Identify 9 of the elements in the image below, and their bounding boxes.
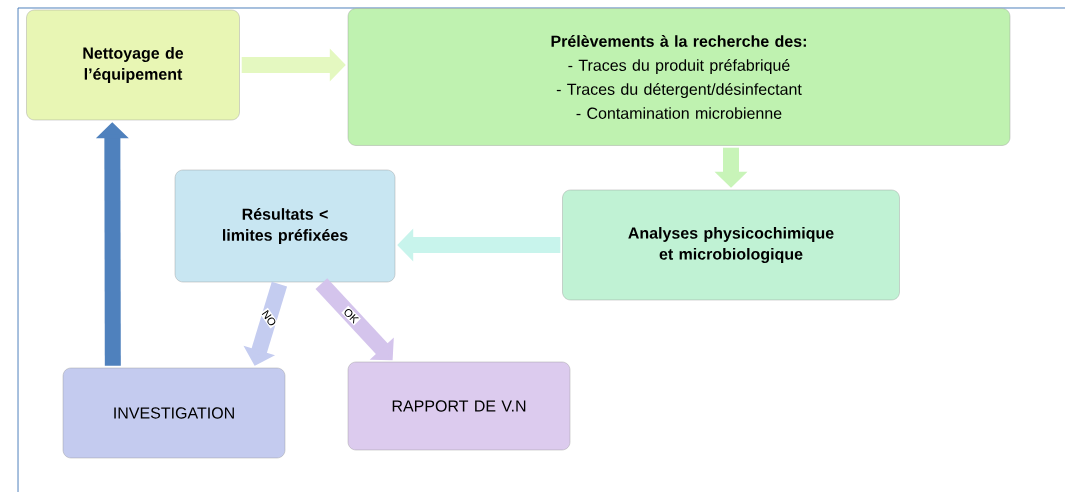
process-box: Nettoyage de l’équipement [26, 9, 240, 121]
process-box: Résultats < limites préfixées [174, 169, 396, 283]
process-box: RAPPORT DE V.N [347, 361, 571, 451]
process-box: Analyses physicochimique et microbiologique [562, 189, 900, 301]
edge-label: NO [261, 310, 276, 326]
process-box: INVESTIGATION [62, 367, 286, 459]
process-box: Prélèvements à la recherche des: - Traces du produit préfabriqué - Traces du détergent/désinfectant - Contamination microbienne [347, 8, 1011, 146]
edge-label: OK [344, 309, 359, 324]
block-arrow [315, 278, 394, 361]
